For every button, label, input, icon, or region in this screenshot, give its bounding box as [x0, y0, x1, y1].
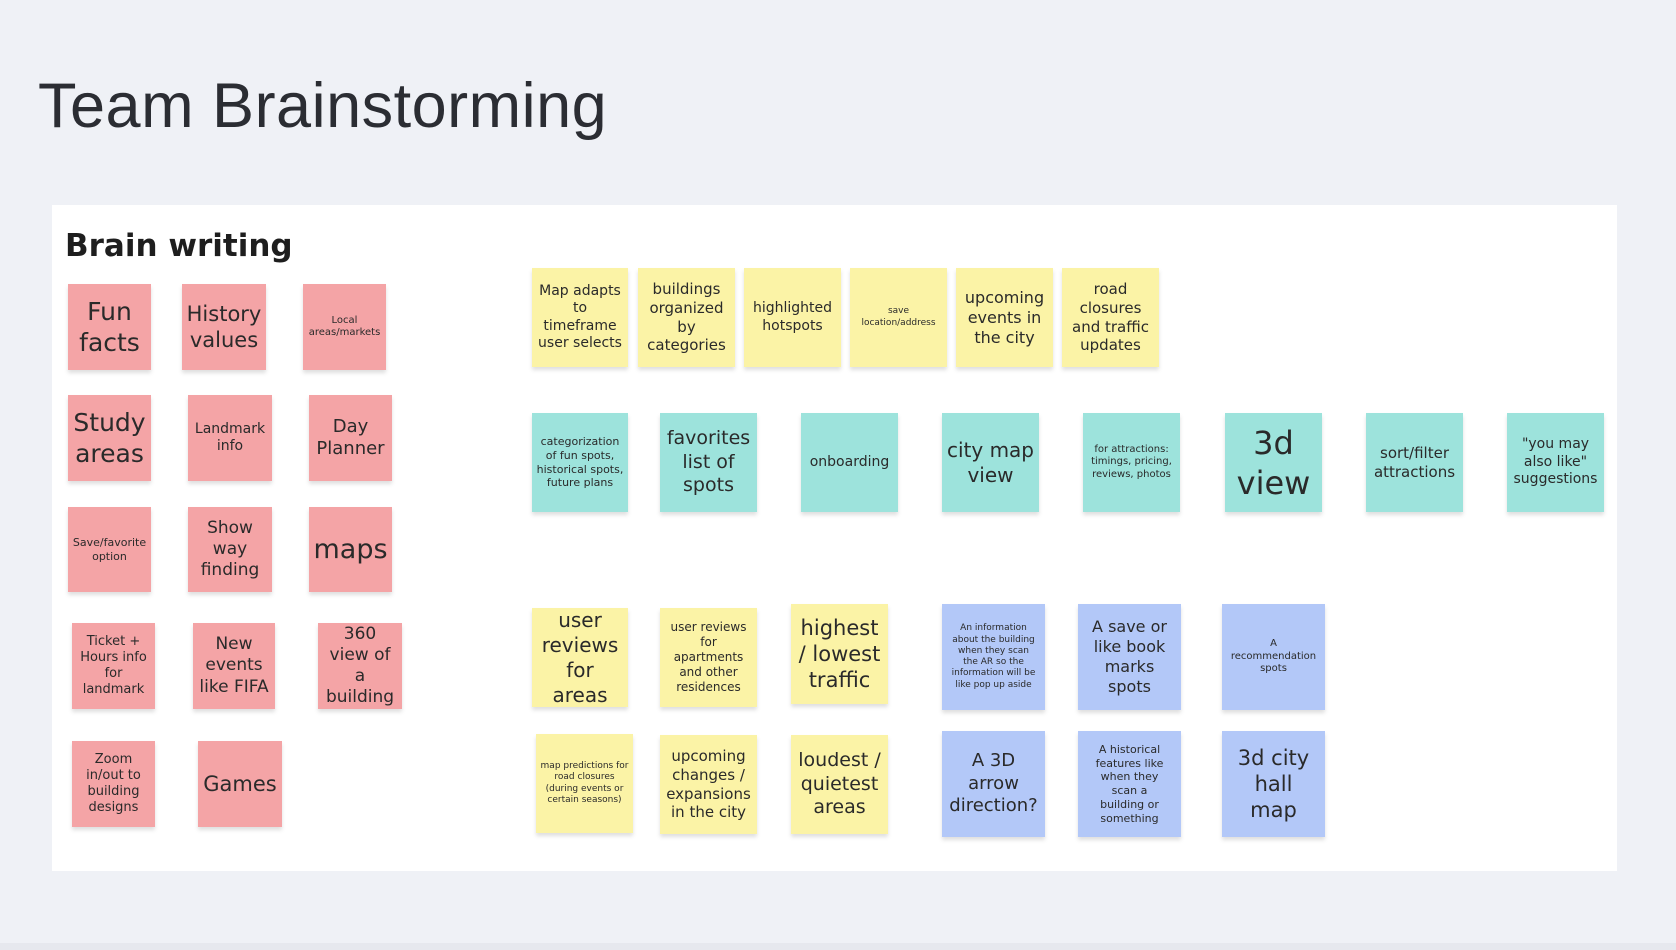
sticky-note-teal[interactable]: "you may also like" suggestions: [1507, 413, 1604, 512]
sticky-note-pink[interactable]: Ticket + Hours info for landmark: [72, 623, 155, 709]
sticky-note-yellow[interactable]: upcoming changes / expansions in the cit…: [660, 735, 757, 834]
sticky-note-yellow[interactable]: road closures and traffic updates: [1062, 268, 1159, 367]
sticky-note-pink[interactable]: Day Planner: [309, 395, 392, 481]
sticky-note-pink[interactable]: Local areas/markets: [303, 284, 386, 370]
sticky-note-teal[interactable]: sort/filter attractions: [1366, 413, 1463, 512]
bottom-edge: [0, 943, 1676, 950]
sticky-note-pink[interactable]: maps: [309, 507, 392, 592]
sticky-note-pink[interactable]: Study areas: [68, 395, 151, 481]
sticky-note-blue[interactable]: 3d city hall map: [1222, 731, 1325, 837]
sticky-note-pink[interactable]: Landmark info: [188, 395, 272, 481]
sticky-note-pink[interactable]: Show way finding: [188, 507, 272, 592]
sticky-note-yellow[interactable]: save location/address: [850, 268, 947, 367]
sticky-note-yellow[interactable]: upcoming events in the city: [956, 268, 1053, 367]
sticky-note-teal[interactable]: onboarding: [801, 413, 898, 512]
sticky-note-blue[interactable]: An information about the building when t…: [942, 604, 1045, 710]
sticky-note-pink[interactable]: Zoom in/out to building designs: [72, 741, 155, 827]
sticky-note-blue[interactable]: A save or like book marks spots: [1078, 604, 1181, 710]
board-title: Brain writing: [65, 228, 293, 264]
sticky-note-blue[interactable]: A historical features like when they sca…: [1078, 731, 1181, 837]
sticky-note-blue[interactable]: A recommendation spots: [1222, 604, 1325, 710]
sticky-note-teal[interactable]: city map view: [942, 413, 1039, 512]
sticky-note-pink[interactable]: 360 view of a building: [318, 623, 402, 709]
sticky-note-yellow[interactable]: buildings organized by categories: [638, 268, 735, 367]
sticky-note-teal[interactable]: favorites list of spots: [660, 413, 757, 512]
sticky-note-yellow[interactable]: highlighted hotspots: [744, 268, 841, 367]
page-title: Team Brainstorming: [38, 71, 608, 141]
sticky-note-yellow[interactable]: Map adapts to timeframe user selects: [532, 268, 628, 367]
sticky-note-yellow[interactable]: user reviews for apartments and other re…: [660, 608, 757, 707]
sticky-note-pink[interactable]: Save/favorite option: [68, 507, 151, 592]
sticky-note-pink[interactable]: New events like FIFA: [193, 623, 275, 709]
sticky-note-teal[interactable]: categorization of fun spots, historical …: [532, 413, 628, 512]
sticky-note-yellow[interactable]: loudest / quietest areas: [791, 735, 888, 834]
sticky-note-yellow[interactable]: user reviews for areas: [532, 608, 628, 707]
sticky-note-pink[interactable]: History values: [182, 284, 266, 370]
sticky-note-teal[interactable]: 3d view: [1225, 413, 1322, 512]
sticky-note-blue[interactable]: A 3D arrow direction?: [942, 731, 1045, 837]
sticky-note-yellow[interactable]: map predictions for road closures (durin…: [536, 734, 633, 833]
sticky-note-pink[interactable]: Games: [198, 741, 282, 827]
sticky-note-pink[interactable]: Fun facts: [68, 284, 151, 370]
sticky-note-teal[interactable]: for attractions: timings, pricing, revie…: [1083, 413, 1180, 512]
sticky-note-yellow[interactable]: highest / lowest traffic: [791, 604, 888, 704]
